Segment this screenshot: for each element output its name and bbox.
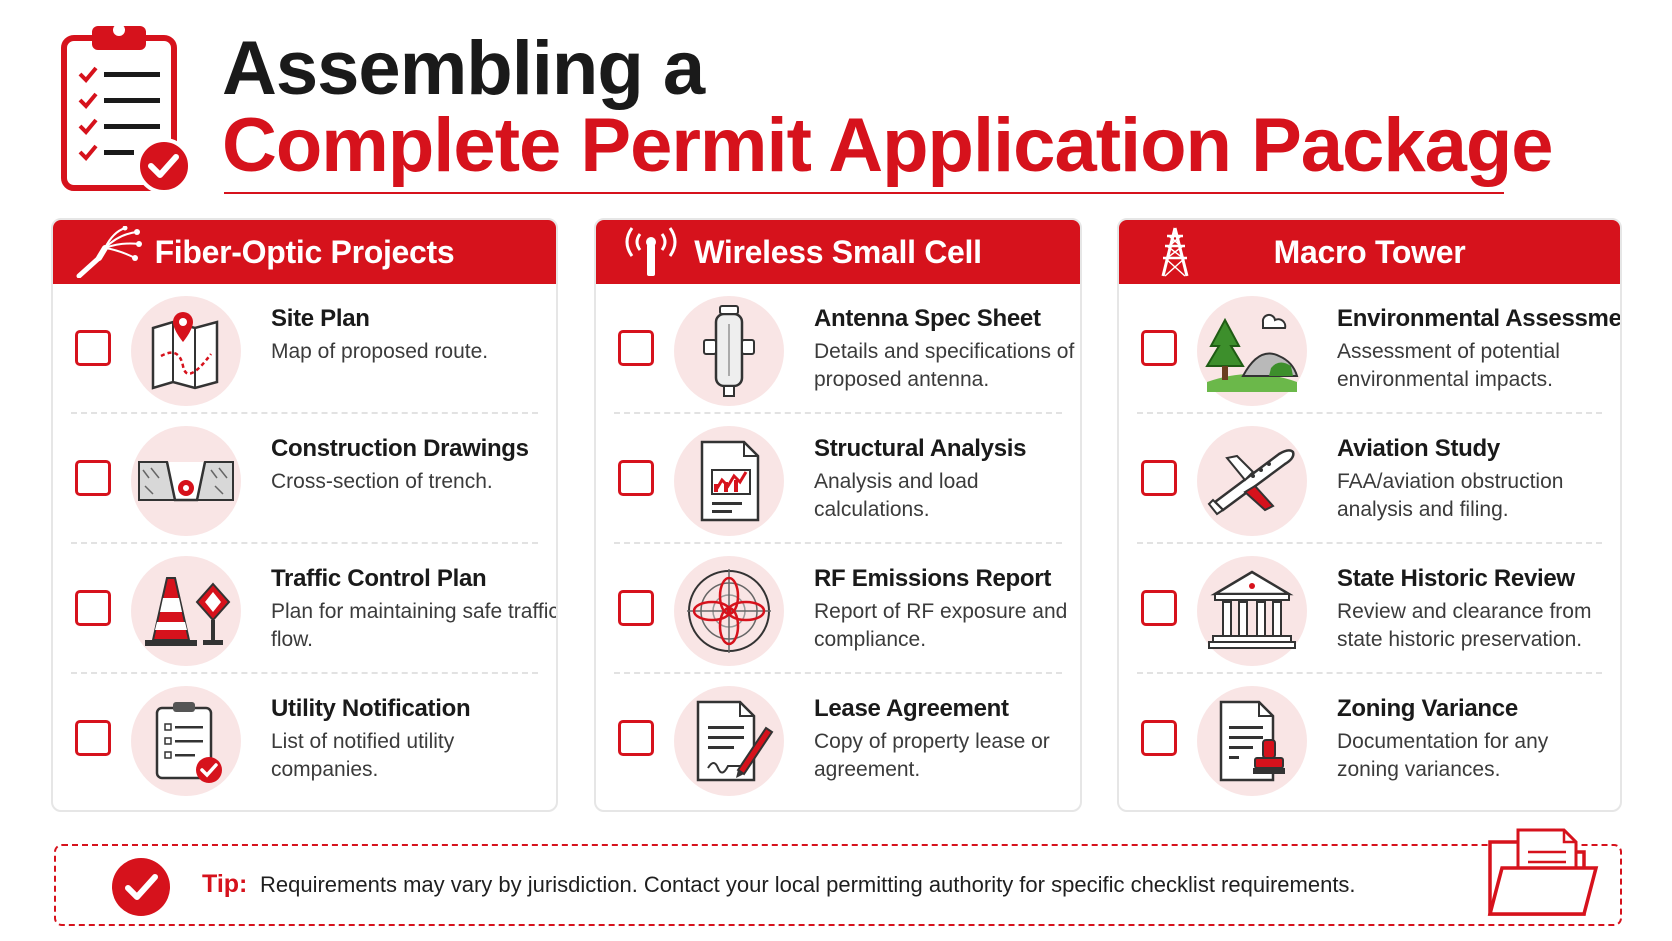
checklist-item: Utility Notification List of notified ut… — [71, 674, 538, 804]
checklist-item: Antenna Spec Sheet Details and specifica… — [614, 284, 1074, 414]
checkbox[interactable] — [75, 720, 111, 756]
item-title: State Historic Review — [1337, 565, 1575, 592]
folder-document-icon — [1487, 828, 1599, 916]
item-title: Zoning Variance — [1337, 695, 1518, 722]
airplane-icon — [1197, 426, 1307, 536]
document-stamp-icon — [1197, 686, 1307, 796]
checklist-item: Lease Agreement Copy of property lease o… — [614, 674, 1062, 804]
checklist-item: Aviation Study FAA/aviation obstruction … — [1137, 414, 1602, 544]
checklist-item: State Historic Review Review and clearan… — [1137, 544, 1602, 674]
map-pin-icon — [131, 296, 241, 406]
checkbox[interactable] — [75, 590, 111, 626]
item-title: Antenna Spec Sheet — [814, 305, 1041, 332]
landscape-tree-icon — [1197, 296, 1307, 406]
item-description: Copy of property lease or agreement. — [814, 730, 1050, 781]
title-underline — [224, 192, 1504, 194]
clipboard-check-icon — [131, 686, 241, 796]
document-chart-icon — [674, 426, 784, 536]
checklist-item: RF Emissions Report Report of RF exposur… — [614, 544, 1067, 674]
clipboard-checklist-icon — [61, 24, 192, 194]
fiber-optic-icon — [76, 226, 142, 278]
page-title-line1: Assembling a — [222, 26, 705, 111]
antenna-icon — [674, 296, 784, 406]
item-description: Documentation for any zoning variances. — [1337, 730, 1549, 781]
checklist-item: Site Plan Map of proposed route. — [71, 284, 538, 414]
column-header: Wireless Small Cell — [596, 220, 1080, 284]
document-signature-icon — [674, 686, 784, 796]
trench-cross-section-icon — [131, 426, 241, 536]
tip-box: Tip: Requirements may vary by jurisdicti… — [54, 828, 1622, 926]
item-title: Traffic Control Plan — [271, 565, 487, 592]
item-title: Utility Notification — [271, 695, 471, 722]
item-description: List of notified utility companies. — [271, 730, 455, 781]
lattice-tower-icon — [1161, 227, 1189, 277]
checkbox[interactable] — [1141, 330, 1177, 366]
rf-pattern-icon — [674, 556, 784, 666]
column-header: Fiber-Optic Projects — [53, 220, 556, 284]
item-description: Analysis and load calculations. — [814, 470, 979, 521]
checklist-item: Zoning Variance Documentation for any zo… — [1137, 674, 1602, 804]
item-description: FAA/aviation obstruction analysis and fi… — [1337, 470, 1564, 521]
historic-building-icon — [1197, 556, 1307, 666]
item-description: Assessment of potential environmental im… — [1337, 340, 1560, 391]
checkbox[interactable] — [1141, 460, 1177, 496]
checkbox[interactable] — [618, 460, 654, 496]
item-description: Cross-section of trench. — [271, 470, 493, 493]
item-title: RF Emissions Report — [814, 565, 1052, 592]
item-title: Aviation Study — [1337, 435, 1500, 462]
check-circle-icon — [112, 858, 170, 916]
item-description: Plan for maintaining safe traffic flow. — [271, 600, 558, 651]
header: Assembling a Complete Permit Application… — [0, 0, 1672, 200]
column-wireless-small-cell: Wireless Small Cell Antenna Spec Sheet D… — [594, 218, 1082, 812]
tip-text: Requirements may vary by jurisdiction. C… — [260, 872, 1356, 897]
column-macro-tower: Macro Tower Environmental Assessment Ass… — [1117, 218, 1622, 812]
checkbox[interactable] — [1141, 590, 1177, 626]
column-title: Fiber-Optic Projects — [154, 233, 455, 270]
column-title: Wireless Small Cell — [694, 233, 982, 270]
item-title: Environmental Assessment — [1337, 305, 1622, 332]
item-description: Map of proposed route. — [271, 340, 489, 363]
checkbox[interactable] — [618, 590, 654, 626]
column-header: Macro Tower — [1119, 220, 1620, 284]
checklist-item: Construction Drawings Cross-section of t… — [71, 414, 538, 544]
page-title-line2: Complete Permit Application Package — [222, 103, 1554, 188]
checklist-item: Structural Analysis Analysis and load ca… — [614, 414, 1062, 544]
item-title: Construction Drawings — [271, 435, 529, 462]
checkbox[interactable] — [75, 330, 111, 366]
item-title: Site Plan — [271, 305, 370, 332]
checkbox[interactable] — [618, 720, 654, 756]
tip-label: Tip: — [202, 870, 248, 898]
item-title: Lease Agreement — [814, 695, 1009, 722]
antenna-signal-icon — [625, 227, 677, 276]
item-description: Review and clearance from state historic… — [1337, 600, 1592, 651]
checkbox[interactable] — [1141, 720, 1177, 756]
item-description: Details and specifications of proposed a… — [814, 340, 1075, 391]
traffic-cone-icon — [131, 556, 241, 666]
checkbox[interactable] — [618, 330, 654, 366]
item-description: Report of RF exposure and compliance. — [814, 600, 1068, 651]
checklist-item: Traffic Control Plan Plan for maintainin… — [71, 544, 556, 674]
item-title: Structural Analysis — [814, 435, 1027, 462]
column-fiber-optic: Fiber-Optic Projects Site Plan Map of pr… — [51, 218, 558, 812]
checkbox[interactable] — [75, 460, 111, 496]
checklist-item: Environmental Assessment Assessment of p… — [1137, 284, 1620, 414]
column-title: Macro Tower — [1273, 233, 1466, 270]
